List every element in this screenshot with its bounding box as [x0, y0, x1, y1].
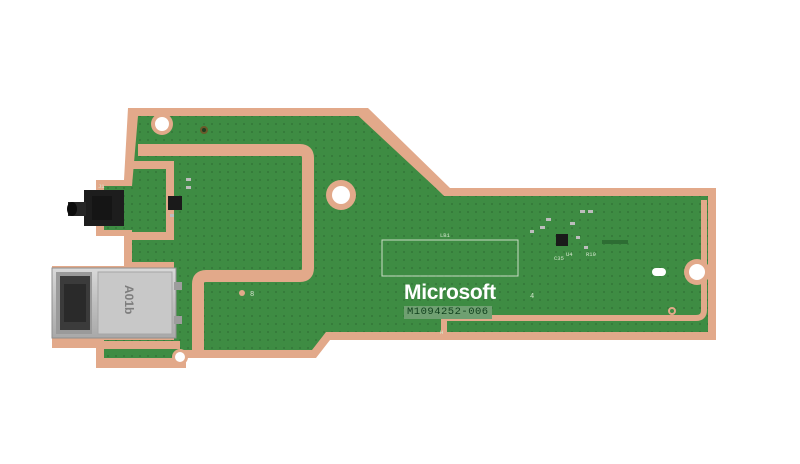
slot-hole: [652, 268, 666, 276]
silk-h: H: [440, 329, 444, 336]
usb-marking: A01b: [122, 285, 136, 315]
mounting-hole-bottom: [172, 349, 188, 365]
label-box: [381, 239, 519, 277]
copper-trace-upper: [357, 109, 712, 196]
silk-c35: C35: [554, 255, 564, 262]
mounting-hole-top-left: [151, 113, 173, 135]
usb-a-port: [51, 267, 182, 339]
part-number: M1094252-006: [404, 306, 492, 319]
copper-trace-right: [441, 192, 715, 339]
silk-4: 4: [530, 293, 535, 301]
silk-j1: J1: [98, 183, 105, 190]
mounting-hole-center: [326, 180, 356, 210]
silk-u4: U4: [566, 251, 573, 258]
copper-trace-main: [138, 144, 314, 350]
smd-components: [168, 178, 628, 249]
mounting-hole-right: [684, 259, 710, 285]
silk-b8: 8: [250, 291, 255, 299]
microsoft-logo-text: Microsoft: [404, 281, 496, 304]
silk-label-box: LB1: [440, 232, 450, 239]
silk-r19: R19: [586, 251, 596, 258]
audio-jack-connector: [67, 190, 124, 226]
